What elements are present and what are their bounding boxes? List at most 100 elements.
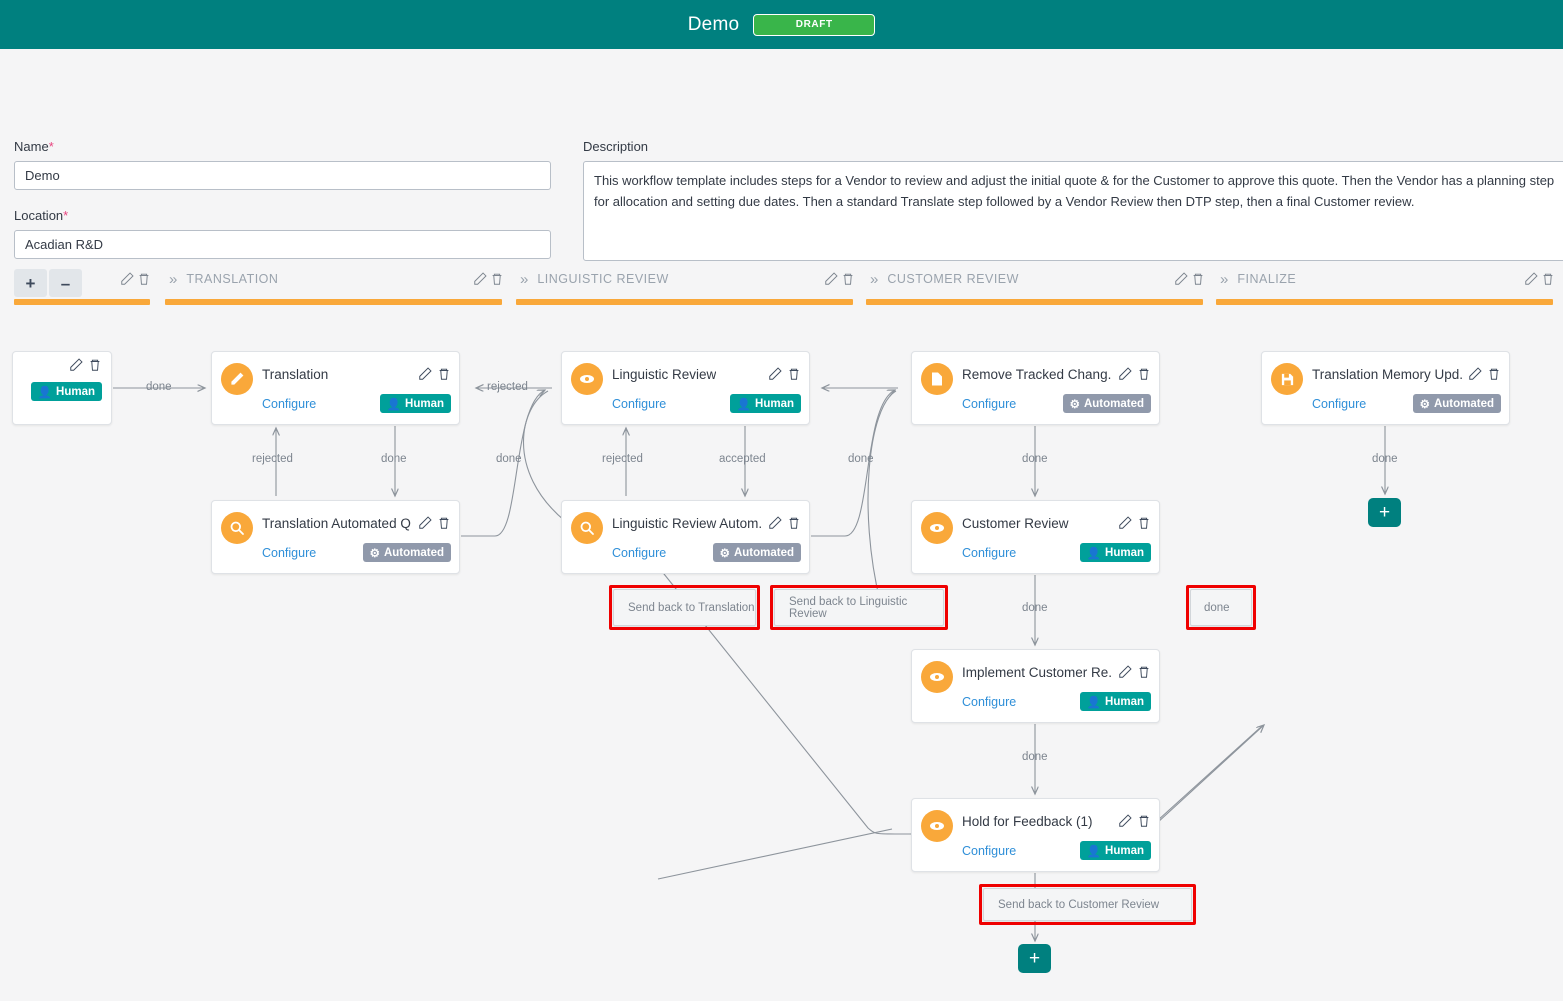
node-translation-configure[interactable]: Configure [262, 397, 317, 411]
delete-icon[interactable] [841, 272, 855, 286]
node-linguistic-review-automated-actions[interactable] [768, 516, 801, 530]
edit-icon[interactable] [120, 272, 134, 286]
node-translation-memory-update-configure[interactable]: Configure [1312, 397, 1367, 411]
node-start-badge-label: Human [56, 385, 95, 398]
edit-icon[interactable] [768, 516, 782, 530]
node-translation-memory-update-badge-label: Automated [1433, 397, 1494, 410]
node-hold-for-feedback-title: Hold for Feedback (1) [962, 814, 1093, 829]
workflow-canvas[interactable]: 👤 Human Translation Configure 👤 Human [0, 311, 1563, 1001]
node-customer-review-configure[interactable]: Configure [962, 546, 1017, 560]
delete-icon[interactable] [1191, 272, 1205, 286]
delete-icon[interactable] [1137, 516, 1151, 530]
edge-label-translation-done: done [381, 453, 407, 465]
delete-icon[interactable] [137, 272, 151, 286]
node-linguistic-review-badge: 👤 Human [729, 394, 801, 413]
sendback-box-customer-review[interactable]: Send back to Customer Review [983, 888, 1192, 921]
node-remove-tracked-changes[interactable]: Remove Tracked Chang... Configure ⚙ Auto… [911, 351, 1160, 425]
edge-label-icr-done: done [1022, 751, 1048, 763]
phase-finalize-icons[interactable] [1524, 272, 1555, 286]
node-implement-customer-review[interactable]: Implement Customer Re... Configure 👤 Hum… [911, 649, 1160, 723]
delete-icon[interactable] [437, 516, 451, 530]
node-hold-for-feedback-actions[interactable] [1118, 814, 1151, 828]
edit-icon[interactable] [1468, 367, 1482, 381]
node-customer-review-badge-label: Human [1105, 546, 1144, 559]
node-linguistic-review[interactable]: Linguistic Review Configure 👤 Human [561, 351, 810, 425]
sendback-box-translation[interactable]: Send back to Translation [613, 589, 756, 626]
node-hold-for-feedback[interactable]: Hold for Feedback (1) Configure 👤 Human [911, 798, 1160, 872]
node-translation[interactable]: Translation Configure 👤 Human [211, 351, 460, 425]
sendback-box-done[interactable]: done [1190, 589, 1252, 626]
phase-finalize[interactable]: » FINALIZE [1216, 261, 1553, 307]
edit-icon[interactable] [1174, 272, 1188, 286]
node-translation-badge: 👤 Human [379, 394, 451, 413]
edit-icon[interactable] [1118, 665, 1132, 679]
edit-icon[interactable] [824, 272, 838, 286]
human-icon: 👤 [1086, 547, 1102, 560]
phase-translation[interactable]: » TRANSLATION [165, 261, 502, 307]
edit-icon[interactable] [768, 367, 782, 381]
node-linguistic-review-actions[interactable] [768, 367, 801, 381]
delete-icon[interactable] [1137, 367, 1151, 381]
node-linguistic-review-automated[interactable]: Linguistic Review Autom... Configure ⚙ A… [561, 500, 810, 574]
phase-translation-icons[interactable] [473, 272, 504, 286]
edit-icon[interactable] [1118, 516, 1132, 530]
node-translation-memory-update-actions[interactable] [1468, 367, 1501, 381]
edit-icon[interactable] [69, 358, 83, 372]
node-remove-tracked-changes-badge-label: Automated [1083, 397, 1144, 410]
node-remove-tracked-changes-configure[interactable]: Configure [962, 397, 1017, 411]
phase-linguistic-review[interactable]: » LINGUISTIC REVIEW [516, 261, 853, 307]
phase-0[interactable] [14, 261, 150, 307]
name-input[interactable] [14, 161, 551, 190]
node-implement-customer-review-configure[interactable]: Configure [962, 695, 1017, 709]
delete-icon[interactable] [1137, 814, 1151, 828]
edit-icon[interactable] [1118, 814, 1132, 828]
location-input[interactable] [14, 230, 551, 259]
node-hold-for-feedback-configure[interactable]: Configure [962, 844, 1017, 858]
delete-icon[interactable] [88, 358, 102, 372]
delete-icon[interactable] [787, 516, 801, 530]
node-start-actions[interactable] [69, 358, 102, 372]
eye-icon [921, 661, 953, 693]
node-hold-for-feedback-badge: 👤 Human [1079, 841, 1151, 860]
node-start-badge: 👤 Human [30, 382, 102, 401]
delete-icon[interactable] [1487, 367, 1501, 381]
node-translation-memory-update[interactable]: Translation Memory Upd... Configure ⚙ Au… [1261, 351, 1510, 425]
node-customer-review[interactable]: Customer Review Configure 👤 Human [911, 500, 1160, 574]
delete-icon[interactable] [787, 367, 801, 381]
edit-icon[interactable] [418, 367, 432, 381]
phase-customer-review[interactable]: » CUSTOMER REVIEW [866, 261, 1203, 307]
phase-linguistic-review-icons[interactable] [824, 272, 855, 286]
node-translation-automated-qa-actions[interactable] [418, 516, 451, 530]
node-translation-automated-qa-configure[interactable]: Configure [262, 546, 317, 560]
edit-icon[interactable] [1524, 272, 1538, 286]
edit-icon[interactable] [473, 272, 487, 286]
zoom-in-button[interactable]: + [14, 269, 47, 297]
delete-icon[interactable] [1137, 665, 1151, 679]
zoom-out-button[interactable]: – [49, 269, 82, 297]
node-translation-automated-qa[interactable]: Translation Automated Q... Configure ⚙ A… [211, 500, 460, 574]
sendback-box-linguistic-review[interactable]: Send back to Linguistic Review [774, 589, 944, 626]
phase-customer-review-icons[interactable] [1174, 272, 1205, 286]
node-linguistic-review-configure[interactable]: Configure [612, 397, 667, 411]
node-implement-customer-review-actions[interactable] [1118, 665, 1151, 679]
node-linguistic-review-automated-configure[interactable]: Configure [612, 546, 667, 560]
description-label: Description [583, 139, 649, 154]
add-step-button-finalize[interactable]: + [1368, 498, 1401, 527]
delete-icon[interactable] [437, 367, 451, 381]
edit-icon[interactable] [1118, 367, 1132, 381]
page-title: Demo [687, 13, 740, 35]
edit-icon[interactable] [418, 516, 432, 530]
node-customer-review-actions[interactable] [1118, 516, 1151, 530]
node-remove-tracked-changes-badge: ⚙ Automated [1062, 394, 1151, 413]
add-step-button-customer-review[interactable]: + [1018, 944, 1051, 973]
node-implement-customer-review-badge: 👤 Human [1079, 692, 1151, 711]
gear-icon: ⚙ [719, 547, 730, 560]
node-translation-actions[interactable] [418, 367, 451, 381]
node-start[interactable]: 👤 Human [12, 351, 112, 425]
node-translation-automated-qa-badge-label: Automated [383, 546, 444, 559]
delete-icon[interactable] [1541, 272, 1555, 286]
phase-0-icons[interactable] [120, 272, 151, 286]
node-remove-tracked-changes-actions[interactable] [1118, 367, 1151, 381]
description-textarea[interactable]: This workflow template includes steps fo… [583, 161, 1563, 261]
delete-icon[interactable] [490, 272, 504, 286]
